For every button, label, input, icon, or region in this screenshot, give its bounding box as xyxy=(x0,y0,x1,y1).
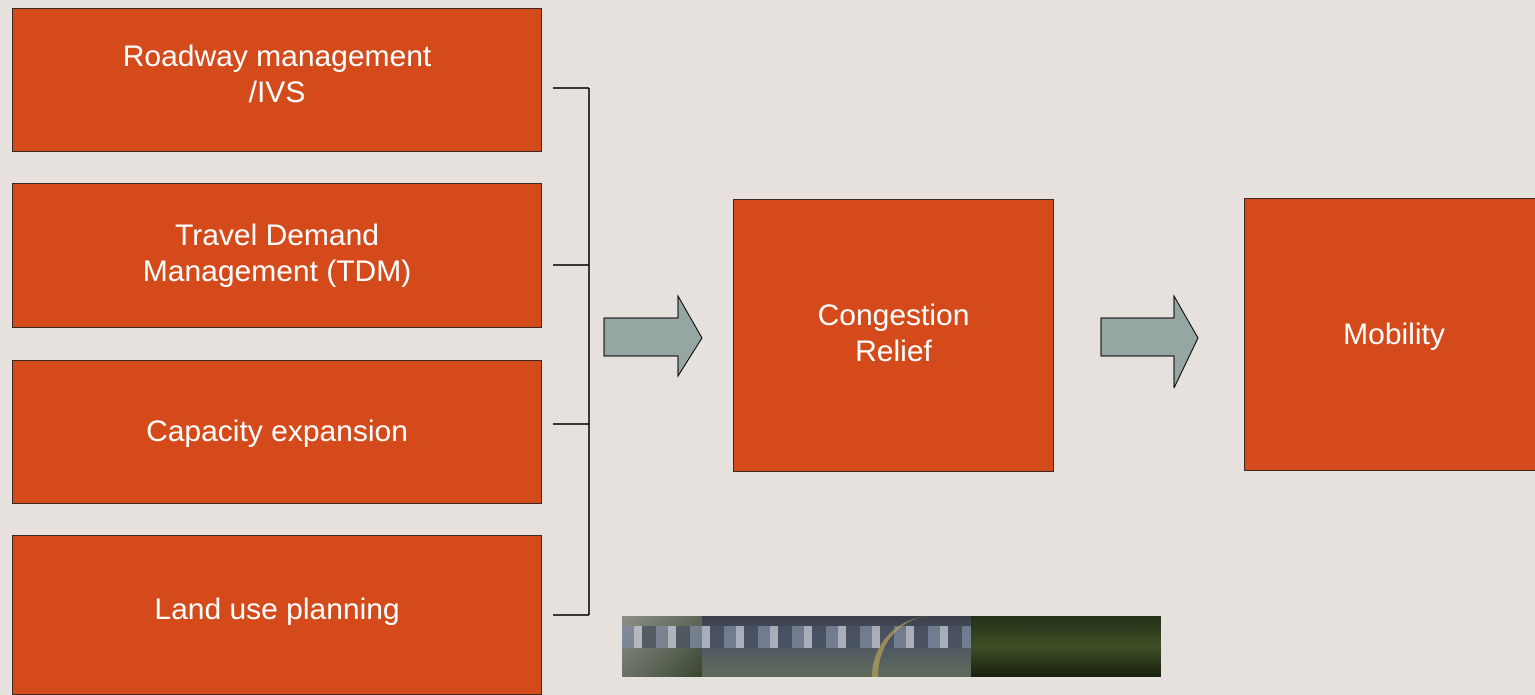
box-travel-demand-management: Travel Demand Management (TDM) xyxy=(12,183,542,328)
bracket-connector xyxy=(553,87,590,616)
box-congestion-label-2: Relief xyxy=(855,335,932,368)
box-land-use-planning: Land use planning xyxy=(12,535,542,695)
box-capacity-label: Capacity expansion xyxy=(146,415,408,448)
box-congestion-relief: Congestion Relief xyxy=(733,199,1054,472)
box-tdm-label-2: Management (TDM) xyxy=(142,255,412,288)
box-mobility: Mobility xyxy=(1244,198,1535,471)
traffic-photo xyxy=(622,616,1161,677)
box-mobility-label: Mobility xyxy=(1343,317,1445,351)
box-roadway-label-2: /IVS xyxy=(248,76,306,109)
box-congestion-label-1: Congestion xyxy=(817,299,970,332)
arrow-to-congestion xyxy=(603,294,703,378)
arrow-to-mobility xyxy=(1100,294,1199,389)
box-landuse-label: Land use planning xyxy=(154,593,400,626)
box-capacity-expansion: Capacity expansion xyxy=(12,360,542,504)
connector-overlay xyxy=(553,87,1199,616)
box-roadway-management: Roadway management /IVS xyxy=(12,8,542,152)
box-tdm-label-1: Travel Demand xyxy=(175,219,379,252)
box-roadway-label-1: Roadway management xyxy=(122,40,432,73)
photo-trees xyxy=(971,616,1161,677)
